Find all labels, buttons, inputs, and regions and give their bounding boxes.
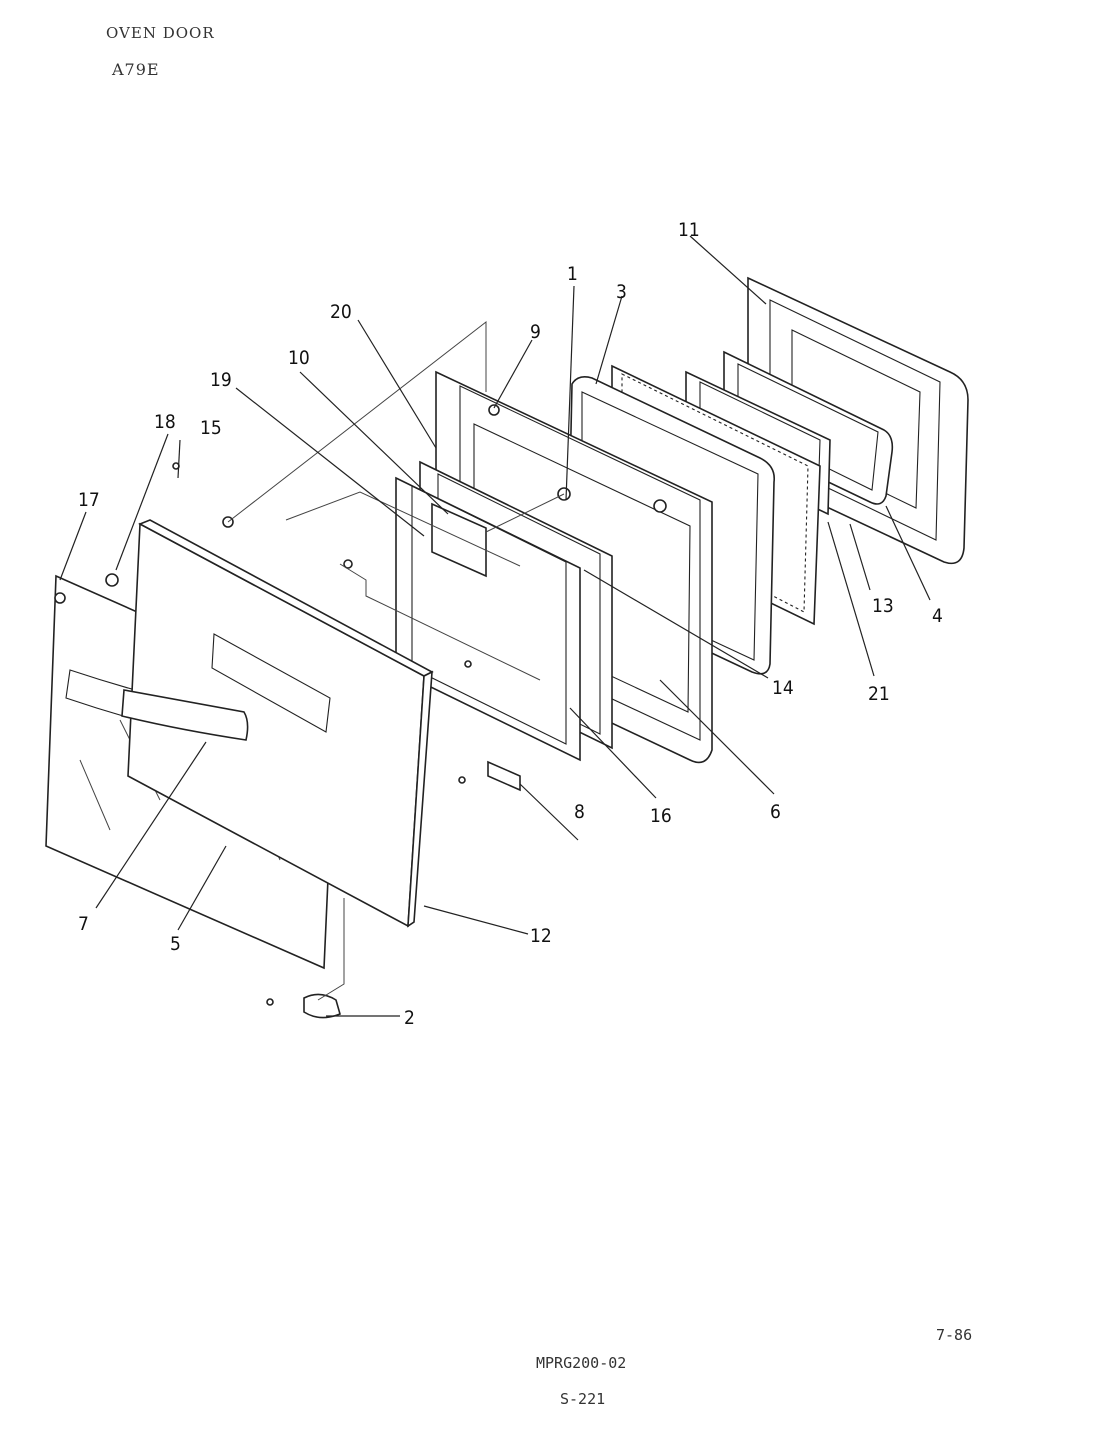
- callout-14: 14: [772, 677, 794, 699]
- callout-17: 17: [78, 489, 100, 511]
- callout-13: 13: [872, 595, 894, 617]
- callout-21: 21: [868, 683, 890, 705]
- part-19-clip: [431, 502, 487, 578]
- callout-2: 2: [404, 1007, 415, 1029]
- part-2-hinge: [266, 993, 341, 1019]
- callout-6: 6: [770, 801, 781, 823]
- callout-16: 16: [650, 805, 672, 827]
- part-8-bracket: [458, 760, 521, 792]
- callout-11: 11: [678, 219, 700, 241]
- callout-20: 20: [330, 301, 352, 323]
- page-number: S-221: [560, 1390, 606, 1408]
- callout-10: 10: [288, 347, 310, 369]
- model-number: A79E: [112, 60, 160, 79]
- callout-19: 19: [210, 369, 232, 391]
- part-12-door-body: [127, 519, 434, 928]
- leader-lines: [59, 235, 931, 1017]
- callout-15: 15: [200, 417, 222, 439]
- callout-4: 4: [932, 605, 943, 627]
- callout-3: 3: [616, 281, 627, 303]
- revision-date: 7-86: [936, 1326, 973, 1344]
- document-number: MPRG200-02: [536, 1354, 627, 1372]
- assembly-lines: [227, 320, 565, 1001]
- callout-1: 1: [567, 263, 578, 285]
- callout-18: 18: [154, 411, 176, 433]
- callout-9: 9: [530, 321, 541, 343]
- callout-8: 8: [574, 801, 585, 823]
- part-7-handle: [121, 689, 249, 741]
- diagram-title: OVEN DOOR: [106, 24, 215, 42]
- callout-12: 12: [530, 925, 552, 947]
- callout-5: 5: [170, 933, 181, 955]
- callout-7: 7: [78, 913, 89, 935]
